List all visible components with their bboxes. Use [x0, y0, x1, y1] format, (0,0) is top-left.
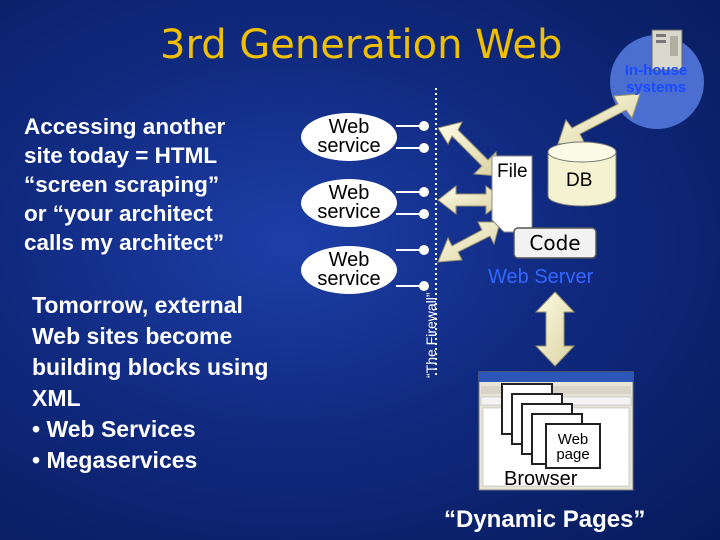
slide-title: 3rd Generation Web [160, 22, 563, 68]
web-page-line2: page [556, 446, 590, 463]
arrow-server-to-inhouse [557, 93, 641, 145]
web-service-line2: service [317, 268, 381, 290]
web-service-bubble-3 [301, 245, 429, 294]
web-service-bubble-2 [301, 179, 429, 227]
code-label: Code [529, 231, 581, 255]
web-service-line2: service [317, 201, 381, 223]
web-service-line2: service [317, 135, 381, 157]
today-paragraph: Accessing another site today = HTML “scr… [24, 114, 226, 255]
web-service-line1: Web [328, 182, 370, 204]
database-icon [547, 141, 617, 207]
arrow-service1-to-server [437, 121, 499, 177]
tomorrow-paragraph: Tomorrow, external Web sites become buil… [32, 292, 269, 473]
dynamic-pages-label: “Dynamic Pages” [444, 506, 646, 533]
web-page-label: Web page [546, 432, 600, 462]
code-icon [513, 227, 597, 259]
db-label: DB [566, 170, 593, 191]
firewall-label: “The Firewall” [423, 292, 439, 378]
web-service-bubble-1 [301, 113, 429, 161]
web-service-label-2: Web service [305, 182, 393, 223]
web-service-line1: Web [328, 249, 370, 271]
arrow-service3-to-server [437, 221, 501, 263]
web-service-label-3: Web service [305, 249, 393, 290]
browser-label: Browser [504, 468, 578, 490]
server-icon [651, 29, 683, 71]
web-page-line1: Web [557, 431, 589, 448]
inhouse-systems-label: In-house systems [624, 62, 688, 96]
web-server-label: Web Server [488, 266, 594, 288]
web-page-stack [501, 383, 601, 469]
web-service-line1: Web [328, 116, 370, 138]
arrow-server-to-browser [534, 291, 576, 367]
web-service-label-1: Web service [305, 116, 393, 157]
file-label: File [497, 161, 528, 182]
